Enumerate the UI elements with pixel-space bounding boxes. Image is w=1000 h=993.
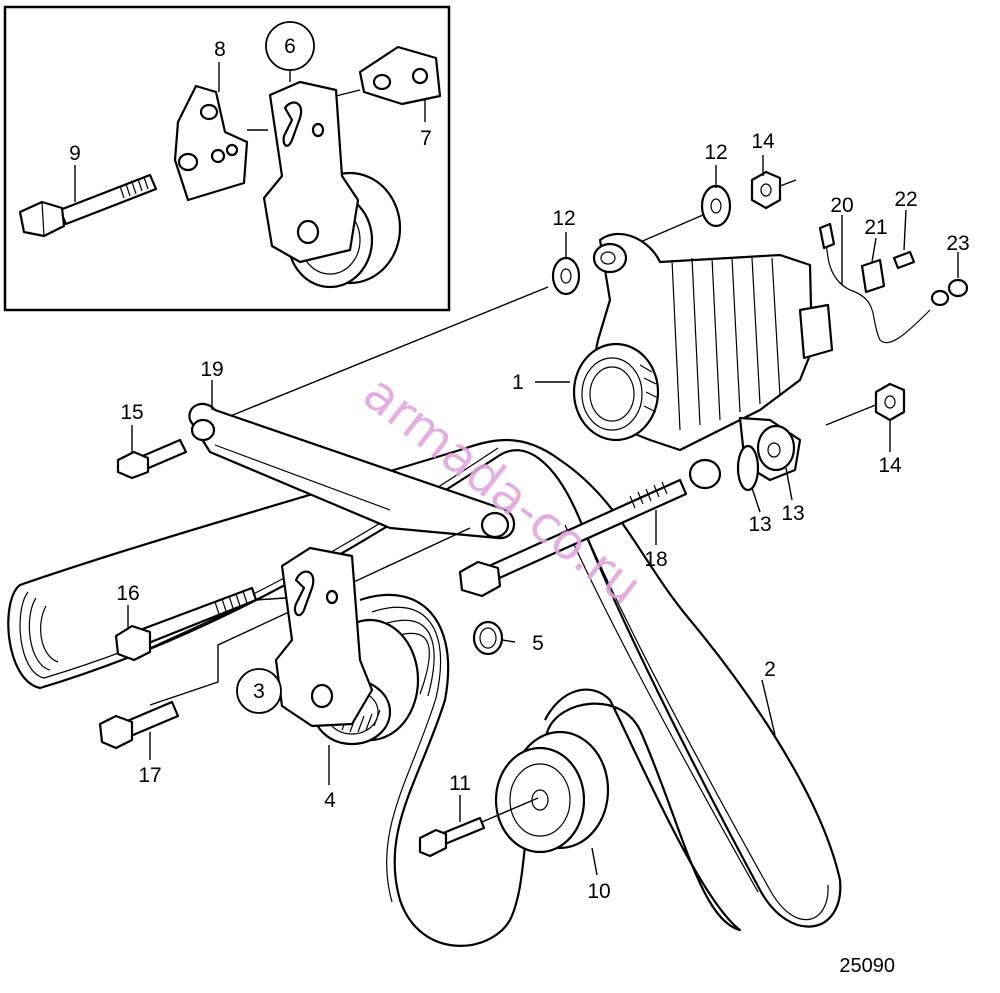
callout-11: 11 — [449, 772, 471, 795]
nut-14-top — [750, 170, 782, 210]
washer-12-top — [700, 184, 732, 228]
callout-7: 7 — [420, 127, 432, 150]
callout-4: 4 — [324, 789, 336, 812]
alternator-1 — [572, 232, 834, 490]
screw-22 — [892, 250, 916, 270]
snap-ring-5 — [472, 620, 504, 656]
callout-21: 21 — [864, 216, 887, 239]
link-19 — [188, 402, 516, 540]
bolt-15 — [116, 438, 188, 480]
bolt-18 — [458, 478, 688, 598]
drawing-number: 25090 — [839, 955, 895, 977]
bolt-17 — [98, 700, 180, 750]
callout-14-top: 14 — [751, 130, 775, 153]
nut-14-bottom — [874, 382, 906, 422]
callout-20: 20 — [830, 194, 853, 217]
callout-2: 2 — [764, 658, 776, 681]
callout-1: 1 — [512, 371, 524, 394]
tensioner-4 — [274, 546, 420, 746]
callout-18: 18 — [644, 548, 667, 571]
callout-8: 8 — [214, 38, 226, 61]
callout-13-left: 13 — [748, 513, 771, 536]
callout-19: 19 — [200, 358, 223, 381]
callout-14-bottom: 14 — [878, 454, 902, 477]
callout-3-circle — [236, 668, 282, 714]
callout-12-left: 12 — [552, 207, 575, 230]
callout-3: 3 — [253, 680, 265, 703]
nut-23 — [947, 278, 969, 298]
bracket-8 — [173, 84, 249, 202]
washer-12-left — [551, 256, 581, 296]
bolt-9 — [18, 173, 158, 238]
washer-13-left — [736, 444, 760, 492]
callout-17: 17 — [138, 764, 161, 787]
callout-6: 6 — [284, 35, 296, 58]
callout-13-right: 13 — [781, 502, 804, 525]
washer-13-right — [756, 424, 796, 472]
callout-23: 23 — [946, 232, 969, 255]
callout-10: 10 — [587, 880, 610, 903]
callout-12-top: 12 — [704, 141, 727, 164]
bracket-7 — [358, 45, 442, 106]
callout-16: 16 — [116, 582, 139, 605]
callout-5: 5 — [532, 632, 544, 655]
callout-22: 22 — [894, 188, 917, 211]
callout-9: 9 — [69, 142, 81, 165]
callout-15: 15 — [120, 401, 143, 424]
wire-harness-20 — [818, 222, 950, 344]
idler-pulley-10 — [494, 730, 610, 854]
tensioner-6 — [262, 80, 402, 289]
connector-21 — [860, 258, 886, 294]
bolt-11 — [418, 816, 486, 858]
